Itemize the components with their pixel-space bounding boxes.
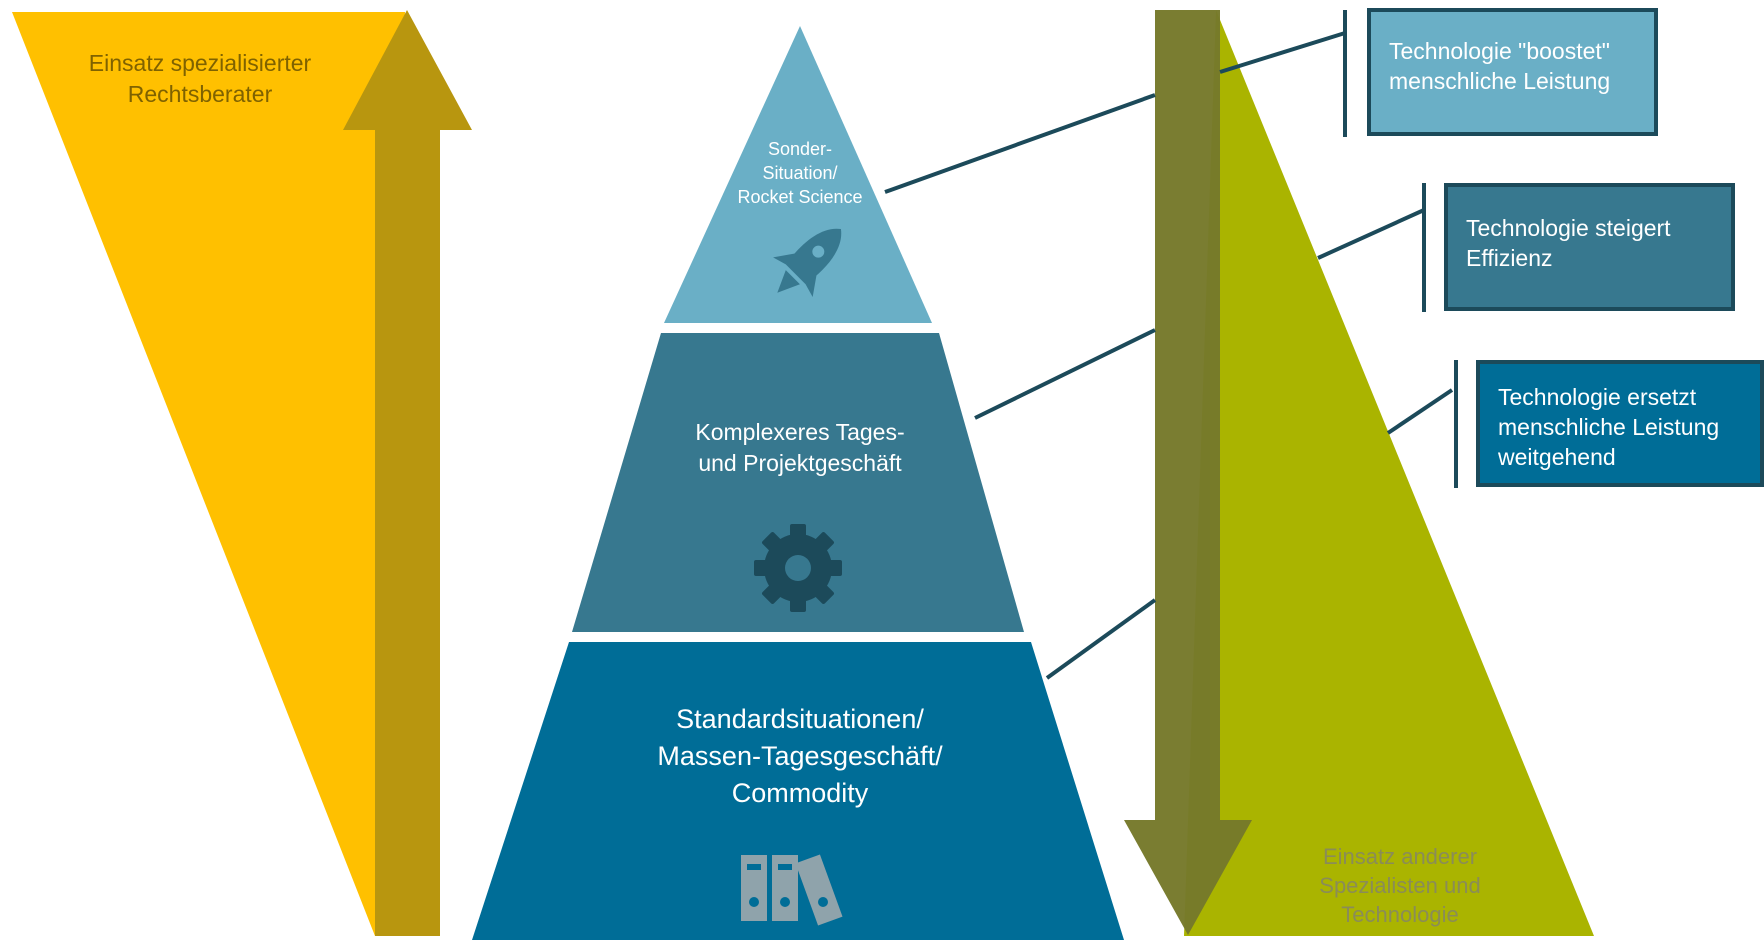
rocket-icon	[773, 228, 842, 297]
pyramid-bottom-label: Standardsituationen/ Massen-Tagesgeschäf…	[657, 704, 943, 808]
callout-boost: Technologie "boostet" menschliche Leistu…	[1367, 8, 1658, 136]
right-label: Einsatz anderer Spezialisten und Technol…	[1319, 844, 1481, 927]
callout-replace: Technologie ersetzt menschliche Leistung…	[1476, 360, 1764, 487]
binders-icon	[741, 854, 843, 926]
left-label: Einsatz spezialisierter Rechtsberater	[88, 50, 312, 107]
gear-icon	[754, 524, 842, 612]
pyramid-middle-tier	[572, 333, 1024, 632]
right-triangle	[1184, 10, 1594, 936]
pyramid-top-label: Sonder- Situation/ Rocket Science	[737, 139, 863, 207]
connector-top	[884, 93, 1156, 194]
left-triangle	[12, 12, 405, 936]
right-down-arrow	[1124, 10, 1252, 935]
connector-middle	[974, 328, 1156, 420]
callout-efficiency: Technologie steigert Effizienz	[1444, 183, 1735, 311]
connector-bottom	[1045, 598, 1157, 680]
pyramid-middle-label: Komplexeres Tages- und Projektgeschäft	[695, 419, 905, 476]
pyramid-bottom-tier	[472, 642, 1124, 940]
connector-lines	[884, 10, 1458, 680]
pyramid-top-tier	[664, 26, 932, 323]
left-up-arrow	[343, 10, 472, 936]
